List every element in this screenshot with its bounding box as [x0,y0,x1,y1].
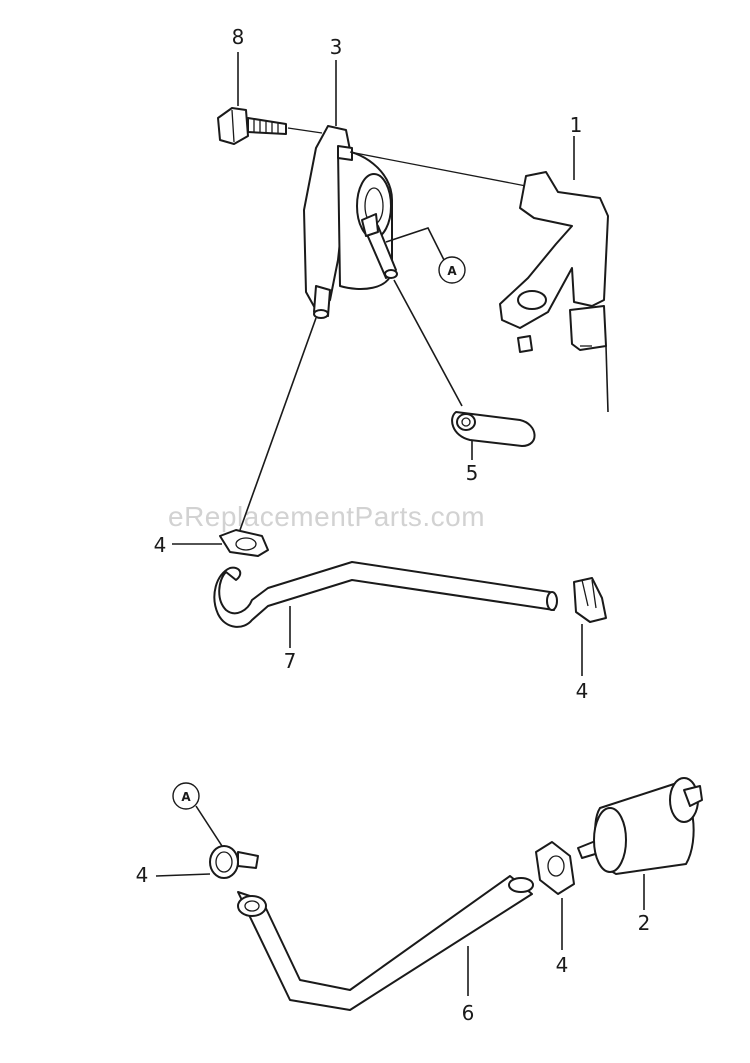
connector-a-bottom: A [172,782,223,847]
callout-5: 5 [466,461,479,485]
callout-4-right: 4 [576,679,589,703]
part-4-clamp-upper-left [219,529,269,557]
part-2-fuel-filter [577,777,703,875]
svg-text:A: A [447,264,457,278]
callout-2: 2 [638,911,651,935]
part-4-clamp-lower-right [535,841,575,895]
svg-text:A: A [181,790,191,804]
bolt-axis-line [287,127,323,134]
callout-1: 1 [570,113,583,137]
pump-outlet-to-5-line [393,279,463,407]
pump-inlet-to-clamp-line [239,317,317,531]
leader-4c [155,873,211,877]
callout-3: 3 [330,35,343,59]
part-3-fuel-pump [303,125,398,319]
watermark-text: eReplacementParts.com [168,501,485,532]
part-7-hose [213,561,558,628]
part-1-bracket [499,171,609,413]
callout-8: 8 [232,25,245,49]
part-6-hose [237,875,534,1011]
connector-a-top: A [385,227,466,284]
part-4-clamp-lower-left [209,845,259,879]
callout-4-lower-right: 4 [556,953,569,977]
callout-4-lower-left: 4 [136,863,149,887]
part-5-clip [451,411,536,447]
part-4-clamp-right [573,577,607,623]
part-8-bolt [217,107,287,145]
callout-6: 6 [462,1001,475,1025]
callout-4-upper-left: 4 [154,533,167,557]
callout-7: 7 [284,649,297,673]
pump-to-bracket-line [349,151,527,187]
